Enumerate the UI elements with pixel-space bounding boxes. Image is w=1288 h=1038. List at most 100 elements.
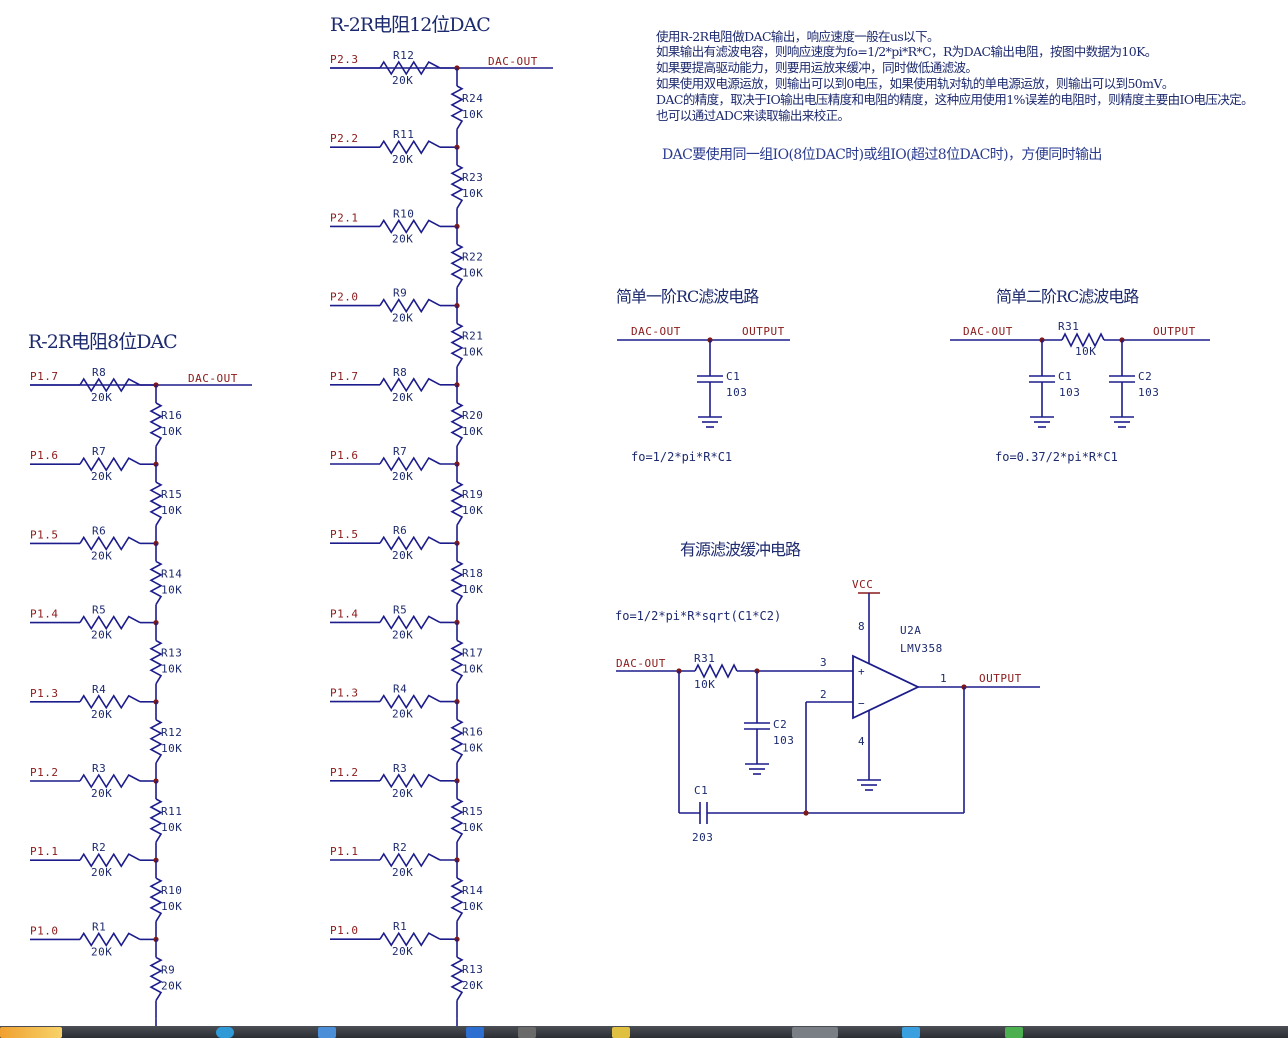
resistor-2r-value: 20K [392,628,413,641]
taskbar[interactable] [0,1026,1288,1038]
active-filter-circuit: 有源滤波缓冲电路 fo=1/2*pi*R*sqrt(C1*C2) DAC-OUT… [615,540,1040,844]
port-label: P1.6 [330,449,359,462]
app-icon[interactable] [902,1027,920,1038]
rc2-in-label: DAC-OUT [963,325,1013,338]
resistor-r-value: 10K [462,504,483,517]
resistor-2r-value: 20K [392,74,413,87]
resistor-r-name: R10 [161,884,182,897]
resistor-2r-name: R7 [92,445,106,458]
resistor-2r-name: R6 [92,524,106,537]
resistor-2r-value: 20K [392,866,413,879]
resistor-r-name: R14 [161,567,182,580]
rc2-out-label: OUTPUT [1153,325,1196,338]
resistor-2r-name: R2 [92,841,106,854]
resistor-2r-value: 20K [392,708,413,721]
port-label: P2.2 [330,132,359,145]
resistor-r-name: R14 [462,884,483,897]
resistor-r-name: R15 [161,488,182,501]
note-line: DAC的精度，取决于IO输出电压精度和电阻的精度，这种应用使用1%误差的电阻时，… [656,92,1253,107]
resistor-r-value: 10K [161,425,182,438]
resistor-r-name: R11 [161,805,182,818]
app-icon[interactable] [1005,1027,1023,1038]
resistor-r-name: R19 [462,488,483,501]
resistor-r-name: R22 [462,250,483,263]
resistor-r-value: 10K [161,821,182,834]
resistor-2r-name: R2 [393,841,407,854]
resistor-2r-value: 20K [91,708,112,721]
start-orb-icon[interactable] [0,1027,62,1038]
resistor-2r-value: 20K [91,391,112,404]
resistor-2r-name: R8 [92,366,106,379]
rc2-c2-name: C2 [1138,370,1152,383]
active-c2-value: 103 [773,734,794,747]
resistor-2r-name: R7 [393,445,407,458]
resistor-r-name: R24 [462,92,483,105]
port-label: P2.0 [330,291,359,304]
app-icon[interactable] [466,1027,484,1038]
resistor-r-value: 20K [462,979,483,992]
note-line: 使用R-2R电阻做DAC输出，响应速度一般在us以下。 [656,29,939,44]
rc2-res-value: 10K [1075,345,1096,358]
note-line: 也可以通过ADC来读取输出来校正。 [656,108,849,123]
resistor-2r-name: R6 [393,524,407,537]
active-title: 有源滤波缓冲电路 [680,540,801,559]
rc2-formula: fo=0.37/2*pi*R*C1 [995,450,1118,464]
resistor-r-value: 10K [462,662,483,675]
resistor-r-name: R18 [462,567,483,580]
rc1-in-label: DAC-OUT [631,325,681,338]
vcc-label: VCC [852,578,873,591]
resistor-r-name: R9 [161,963,175,976]
resistor-r-value: 10K [462,821,483,834]
resistor-2r-value: 20K [91,945,112,958]
resistor-r-name: R15 [462,805,483,818]
resistor-r-name: R12 [161,726,182,739]
app-icon[interactable] [612,1027,630,1038]
resistor-2r-value: 20K [392,312,413,325]
active-out-label: OUTPUT [979,672,1022,685]
active-c2-name: C2 [773,718,787,731]
browser-icon[interactable] [216,1027,234,1038]
active-res-value: 10K [694,678,715,691]
resistor-r-value: 10K [161,504,182,517]
resistor-r-name: R23 [462,171,483,184]
rc1-formula: fo=1/2*pi*R*C1 [631,450,732,464]
resistor-2r-name: R4 [92,683,106,696]
note-tip: DAC要使用同一组IO(8位DAC时)或组IO(超过8位DAC时)，方便同时输出 [662,146,1102,163]
resistor-2r-value: 20K [392,549,413,562]
resistor-2r-name: R5 [92,604,106,617]
resistor-r-value: 10K [161,900,182,913]
ladder-8bit-title: R-2R电阻8位DAC [28,331,177,353]
junction-dot [454,144,460,150]
resistor-r-value: 10K [462,583,483,596]
port-label: P1.4 [30,608,59,621]
port-label: P1.3 [30,687,59,700]
rc1-out-label: OUTPUT [742,325,785,338]
resistor-r-value: 10K [462,425,483,438]
resistor-2r-value: 20K [91,549,112,562]
resistor-r-name: R16 [462,726,483,739]
resistor-2r-name: R3 [92,762,106,775]
resistor-r-value: 10K [462,108,483,121]
resistor-2r-name: R5 [393,603,407,616]
active-c1-value: 203 [692,831,713,844]
rc1-title: 简单一阶RC滤波电路 [616,287,759,306]
note-line: 如果使用双电源运放，则输出可以到0电压，如果使用轨对轨的单电源运放，则输出可以到… [656,76,1174,91]
resistor-2r-name: R1 [92,920,106,933]
notes-block: 使用R-2R电阻做DAC输出，响应速度一般在us以下。 如果输出有滤波电容，则响… [656,29,1254,163]
resistor-2r-value: 20K [392,153,413,166]
port-label: P1.5 [30,528,59,541]
resistor-r-value: 10K [462,346,483,359]
port-label: P1.6 [30,449,59,462]
resistor-2r-value: 20K [91,470,112,483]
folder-icon[interactable] [318,1027,336,1038]
opamp-pin-plus: 3 [820,656,827,669]
rc1-cap-name: C1 [726,370,740,383]
active-in-label: DAC-OUT [616,657,666,670]
rc1-circuit: 简单一阶RC滤波电路 DAC-OUT OUTPUT C1 103 fo=1/2*… [616,287,790,464]
resistor-2r-name: R8 [393,366,407,379]
port-label: P1.2 [30,766,59,779]
port-label: P1.0 [30,924,59,937]
resistor-r-value: 20K [161,979,182,992]
active-window-icon[interactable] [792,1027,838,1038]
app-icon[interactable] [518,1027,536,1038]
